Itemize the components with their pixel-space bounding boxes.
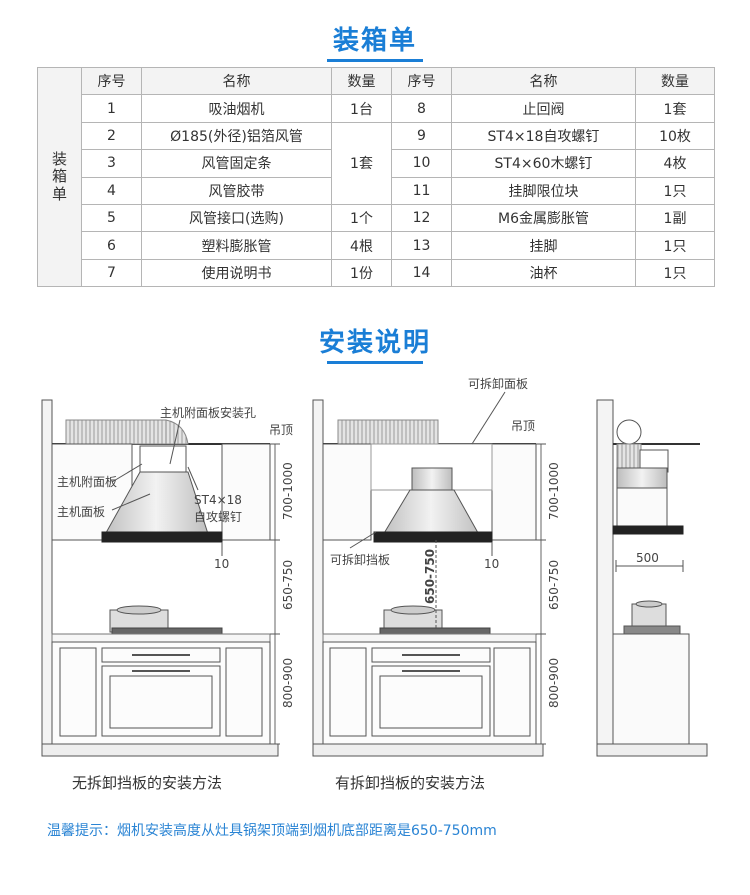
- cell-qty: 4枚: [635, 149, 715, 178]
- main-panel-label: 主机面板: [57, 505, 105, 519]
- table-header-row: 装 箱 单 序号 名称 数量 序号 名称 数量: [37, 66, 715, 288]
- install-title-text: 安装说明: [318, 328, 431, 358]
- header-qty: 数量: [331, 66, 392, 96]
- cell-name: 油杯: [451, 258, 636, 288]
- cell-name: 风管接口(选购): [141, 203, 332, 233]
- cell-qty: 1副: [635, 203, 715, 233]
- dim-mid-label: 650-750: [547, 560, 561, 610]
- dim-mid-label: 650-750: [281, 560, 295, 610]
- gap-label: 10: [484, 557, 499, 571]
- cell-no: 2: [81, 121, 142, 151]
- cell-no: 12: [391, 203, 452, 233]
- cell-name: Ø185(外径)铝箔风管: [141, 121, 332, 151]
- table-row: 6 塑料膨胀管 4根 13 挂脚 1只: [38, 231, 715, 260]
- table-row: 2 Ø185(外径)铝箔风管 1套 9 ST4×18自攻螺钉 10枚: [38, 121, 715, 205]
- dim-bottom-label: 800-900: [281, 658, 295, 708]
- table-row: 7 使用说明书 1份 14 油杯 1只: [38, 258, 715, 288]
- cell-no: 7: [81, 258, 142, 288]
- title-underline: [327, 59, 423, 62]
- title-underline: [327, 361, 423, 364]
- side-view-diagram: [596, 399, 708, 757]
- cell-no: 14: [391, 258, 452, 288]
- left-labels: 主机附面板安装孔 吊顶 主机附面板 主机面板 ST4×18 自攻螺钉 10 70…: [57, 405, 295, 708]
- caption-right: 有拆卸挡板的安装方法: [335, 774, 486, 792]
- header-name: 名称: [451, 66, 636, 96]
- ceiling-label: 吊顶: [269, 423, 293, 437]
- cell-no: 13: [391, 231, 452, 260]
- dim-top-label: 700-1000: [547, 462, 561, 520]
- cell-no: 10: [391, 149, 452, 178]
- cell-name: 止回阀: [451, 94, 636, 123]
- table-row: 1 吸油烟机 1台 8 止回阀 1套: [38, 94, 715, 123]
- header-no: 序号: [391, 66, 452, 96]
- header-no: 序号: [81, 66, 142, 96]
- header-qty: 数量: [635, 66, 715, 96]
- depth-label: 500: [636, 551, 659, 565]
- left-diagram: [41, 399, 280, 757]
- cell-qty: 1只: [635, 231, 715, 260]
- dim-top-label: 700-1000: [281, 462, 295, 520]
- cell-name: 塑料膨胀管: [141, 231, 332, 260]
- cell-qty: 1只: [635, 176, 715, 205]
- packing-table: 装 箱 单 序号 名称 数量 序号 名称 数量 1 吸油烟机 1台 8 止回阀 …: [37, 66, 715, 288]
- cell-qty: 1台: [331, 94, 392, 123]
- cell-qty: 1套: [331, 121, 392, 205]
- cell-name: M6金属膨胀管: [451, 203, 636, 233]
- cell-qty: 1个: [331, 203, 392, 233]
- removable-panel-label: 可拆卸面板: [468, 376, 528, 391]
- cell-name: 吸油烟机: [141, 94, 332, 123]
- dim-bottom-label: 800-900: [547, 658, 561, 708]
- cell-no: 9: [391, 121, 452, 151]
- cell-name: 使用说明书: [141, 258, 332, 288]
- cell-no: 11: [391, 176, 452, 205]
- panel-screw-hole-label: 主机附面板安装孔: [160, 405, 256, 420]
- center-diagram: [312, 391, 546, 757]
- cell-name: ST4×18自攻螺钉: [451, 121, 636, 151]
- cell-no: 1: [81, 94, 142, 123]
- cell-name: ST4×60木螺钉: [451, 149, 636, 178]
- side-label: 装 箱 单: [37, 66, 82, 288]
- screw-label-line2: 自攻螺钉: [194, 510, 242, 524]
- cell-no: 8: [391, 94, 452, 123]
- caption-left: 无拆卸挡板的安装方法: [72, 774, 223, 792]
- gap-label: 10: [214, 557, 229, 571]
- cell-name: 挂脚: [451, 231, 636, 260]
- install-tip: 温馨提示：烟机安装高度从灶具锅架顶端到烟机底部距离是650-750mm: [47, 823, 497, 839]
- cell-name: 风管胶带: [141, 176, 332, 205]
- table-row: 5 风管接口(选购) 1个 12 M6金属膨胀管 1副: [38, 203, 715, 233]
- cell-qty: 4根: [331, 231, 392, 260]
- installation-diagram: 主机附面板安装孔 吊顶 主机附面板 主机面板 ST4×18 自攻螺钉 10 70…: [41, 376, 708, 757]
- cell-no: 3: [81, 149, 142, 178]
- cell-qty: 1份: [331, 258, 392, 288]
- cell-name: 风管固定条: [141, 149, 332, 178]
- cell-qty: 1套: [635, 94, 715, 123]
- screw-label-line1: ST4×18: [194, 493, 242, 507]
- packing-title: 装箱单: [0, 20, 750, 62]
- side-view-labels: 500: [636, 551, 659, 565]
- sub-panel-label: 主机附面板: [57, 475, 117, 489]
- table-row: 4 风管胶带 11 挂脚限位块 1只: [38, 176, 715, 205]
- dim-mid-label: 650-750: [423, 549, 437, 604]
- removable-baffle-label: 可拆卸挡板: [330, 552, 390, 567]
- cell-no: 5: [81, 203, 142, 233]
- cell-name: 挂脚限位块: [451, 176, 636, 205]
- packing-title-text: 装箱单: [332, 26, 417, 56]
- cell-qty: 1只: [635, 258, 715, 288]
- install-title: 安装说明: [0, 322, 750, 364]
- cell-qty: 10枚: [635, 121, 715, 151]
- cell-no: 6: [81, 231, 142, 260]
- header-name: 名称: [141, 66, 332, 96]
- cell-no: 4: [81, 176, 142, 205]
- ceiling-label: 吊顶: [511, 419, 535, 433]
- center-labels: 可拆卸面板 吊顶 可拆卸挡板 10 650-750 700-1000 650-7…: [330, 376, 561, 708]
